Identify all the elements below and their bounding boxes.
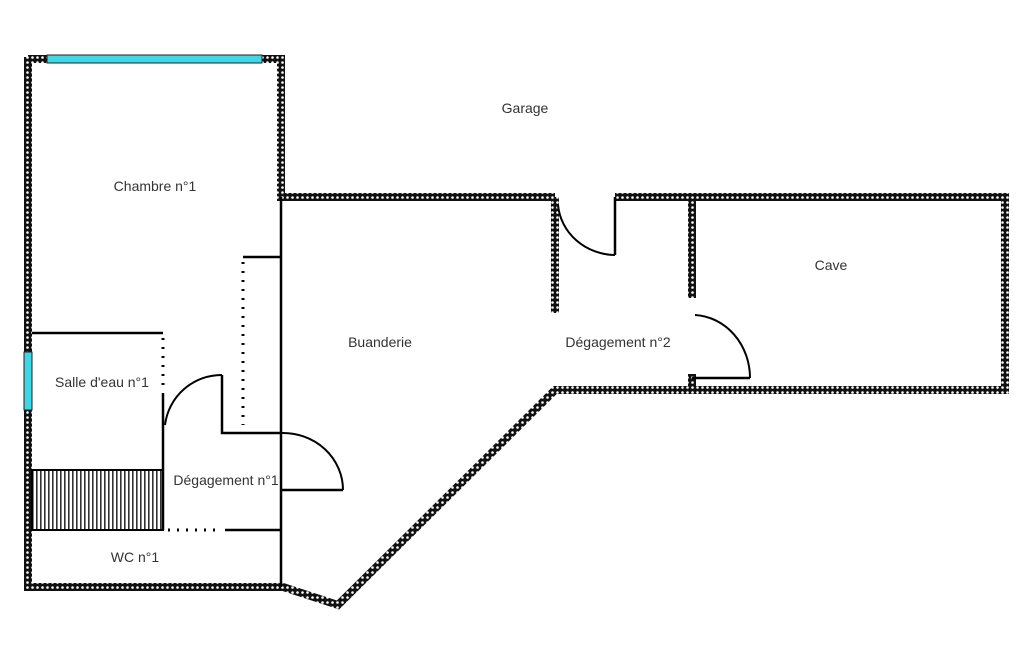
door-garage [557, 204, 616, 256]
room-label-buanderie: Buanderie [348, 334, 412, 350]
room-label-degagement1: Dégagement n°1 [173, 472, 279, 488]
room-label-chambre: Chambre n°1 [113, 178, 197, 194]
partition-lines [32, 197, 750, 587]
door-degagement1 [280, 431, 344, 491]
room-label-salle-eau: Salle d'eau n°1 [55, 374, 149, 390]
staircase [31, 469, 164, 531]
window-top [46, 54, 263, 64]
door-salle-eau [164, 373, 223, 426]
window-left [23, 351, 33, 411]
windows [23, 54, 263, 411]
door-cave [694, 314, 752, 379]
room-label-garage: Garage [501, 100, 549, 116]
door-swings [164, 204, 752, 491]
interior-hatched-walls [551, 197, 696, 390]
exterior-walls [24, 55, 1009, 610]
room-label-degagement2: Dégagement n°2 [565, 334, 671, 350]
room-label-wc: WC n°1 [110, 549, 160, 565]
room-label-cave: Cave [814, 257, 848, 273]
dotted-openings [161, 262, 245, 532]
